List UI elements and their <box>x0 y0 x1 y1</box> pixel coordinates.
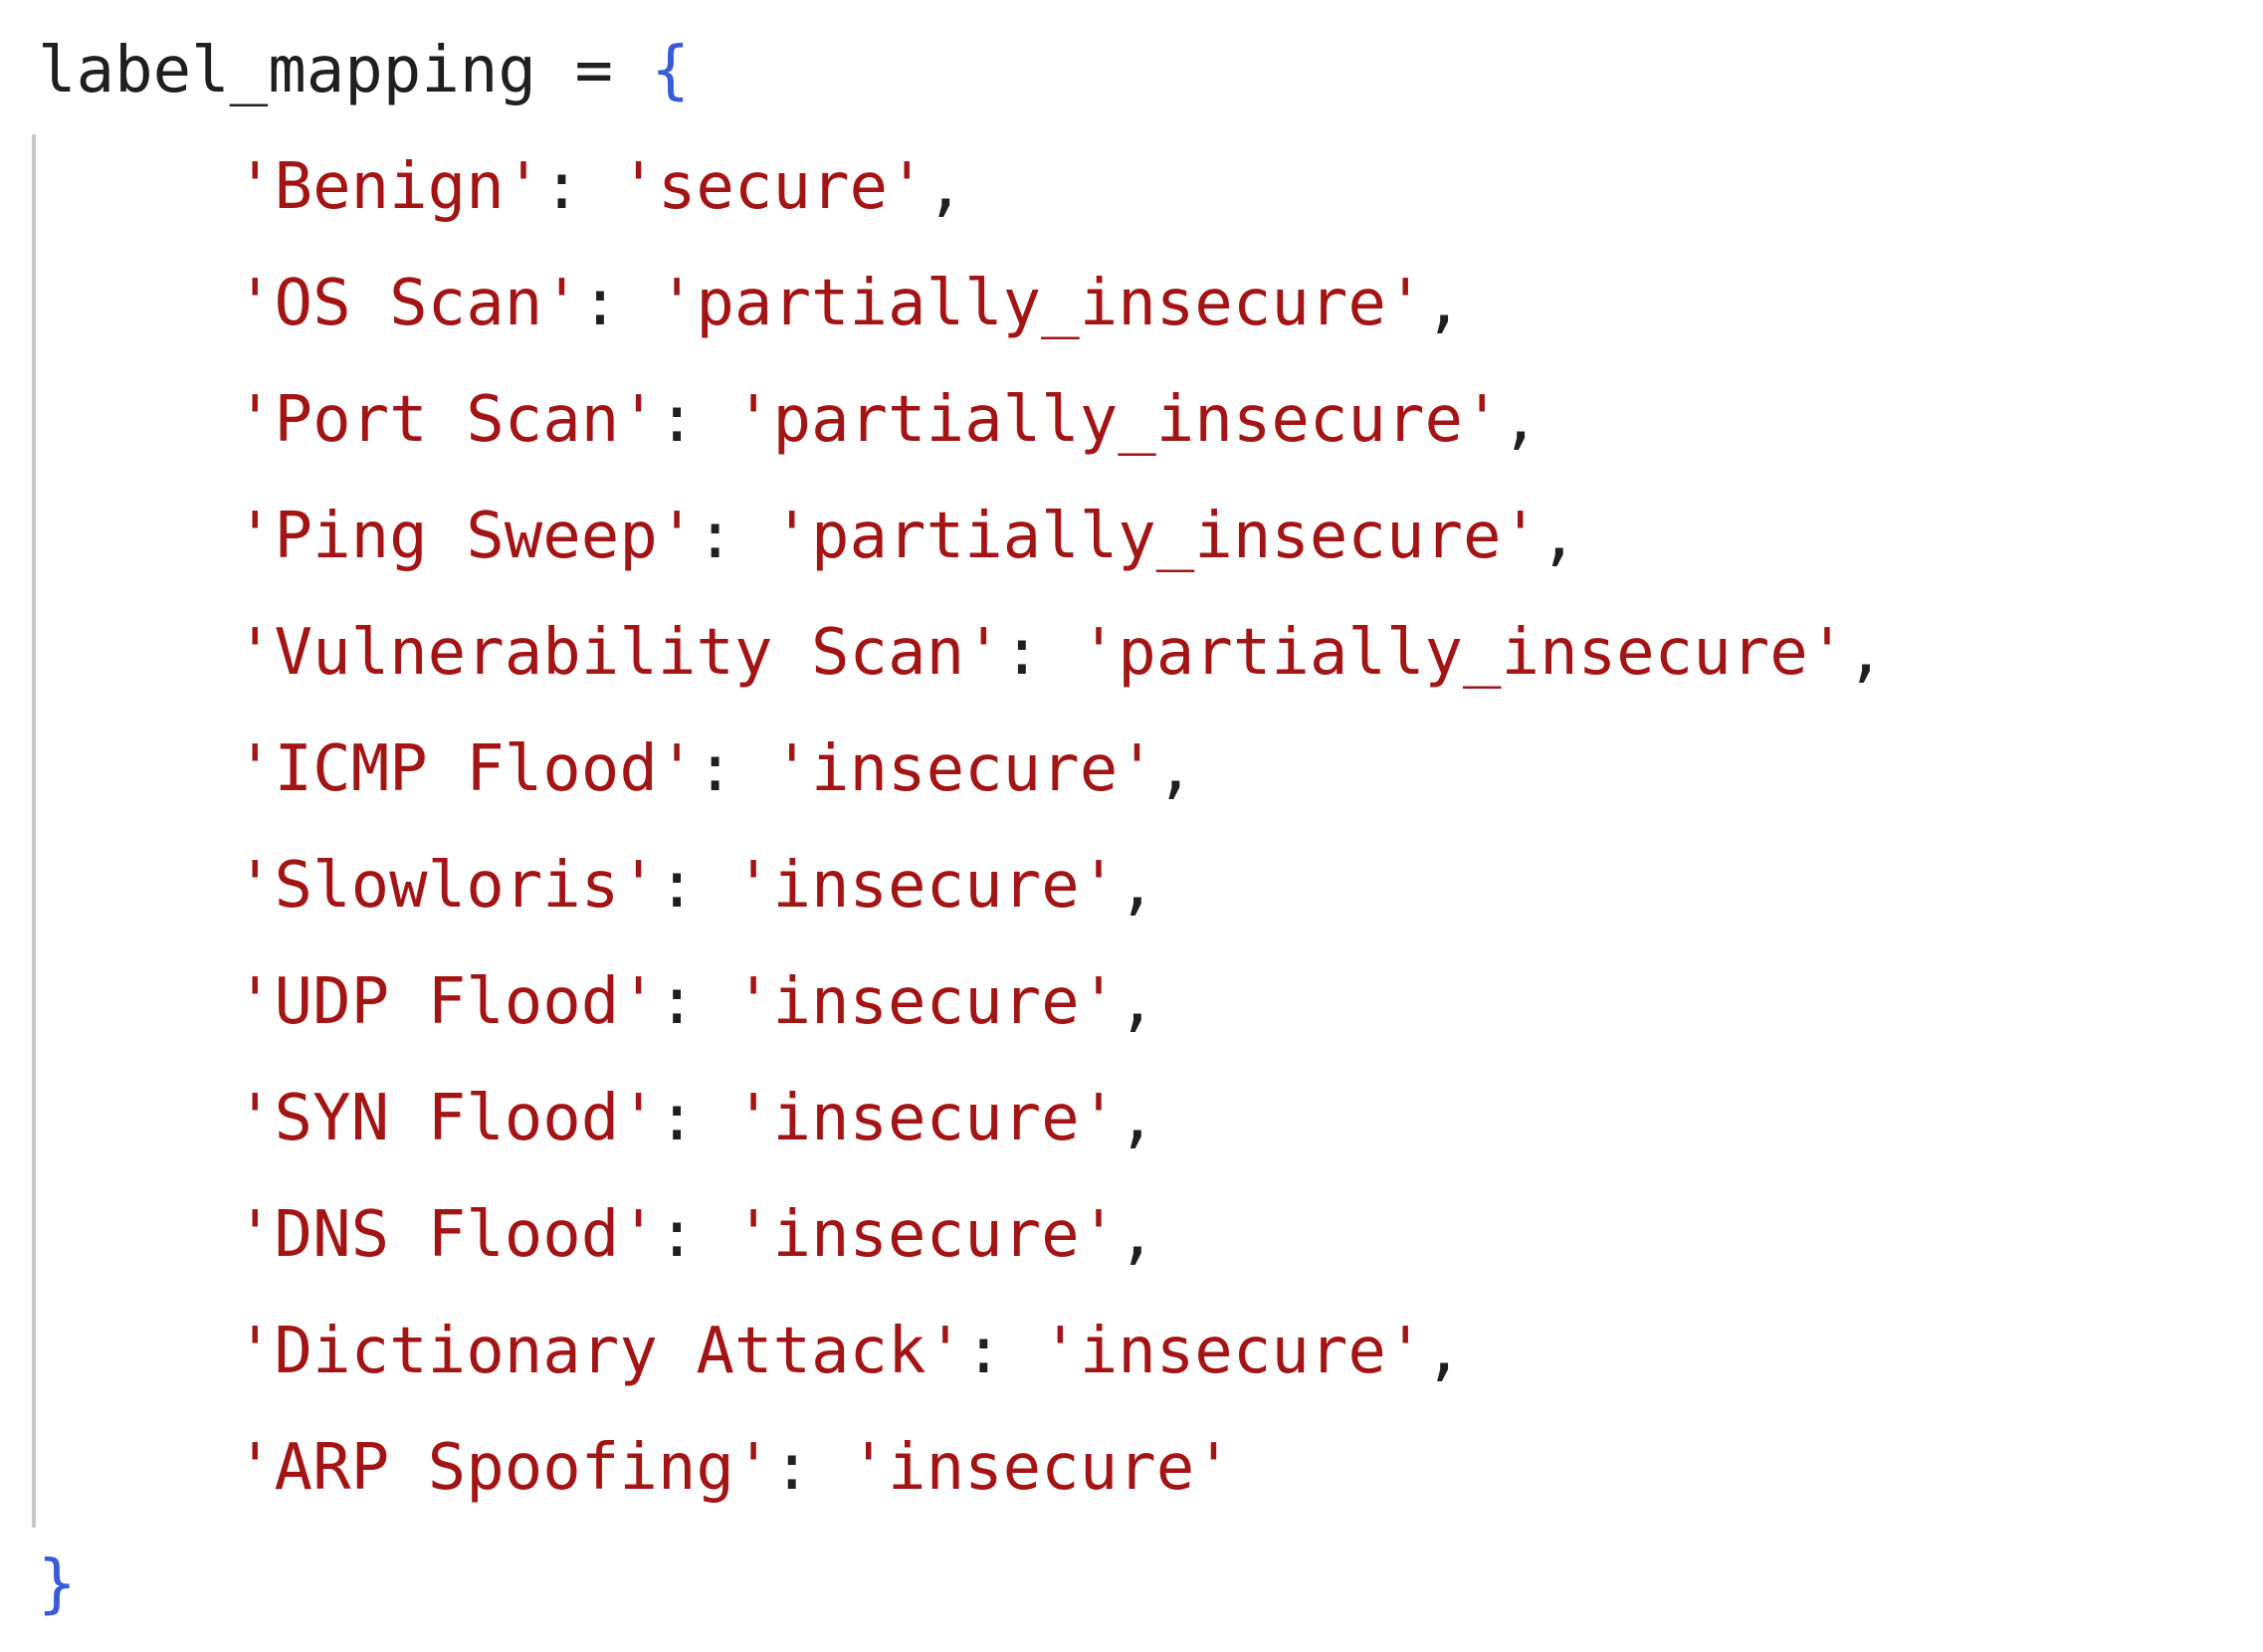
dict-key: 'ICMP Flood' <box>236 732 697 806</box>
comma: , <box>1118 849 1156 923</box>
dict-value: 'partially_insecure' <box>733 383 1502 457</box>
comma: , <box>1424 267 1463 340</box>
dict-key: 'Ping Sweep' <box>236 500 697 573</box>
dict-key: 'DNS Flood' <box>236 1198 658 1272</box>
colon: : <box>1002 616 1080 690</box>
code-line-entry: 'ICMP Flood': 'insecure', <box>236 712 1194 828</box>
colon: : <box>657 383 734 457</box>
dict-value: 'partially_insecure' <box>657 267 1425 340</box>
dict-value: 'insecure' <box>733 1082 1119 1155</box>
dict-key: 'Vulnerability Scan' <box>236 616 1003 690</box>
code-line-entry: 'Vulnerability Scan': 'partially_insecur… <box>236 595 1885 712</box>
colon: : <box>542 150 620 224</box>
code-line-entry: 'Benign': 'secure', <box>236 129 964 246</box>
dict-key: 'Dictionary Attack' <box>236 1315 965 1388</box>
colon: : <box>657 1198 734 1272</box>
comma: , <box>1118 1198 1156 1272</box>
comma: , <box>926 150 965 224</box>
dict-key: 'ARP Spoofing' <box>236 1431 773 1505</box>
colon: : <box>657 849 734 923</box>
close-brace: } <box>38 1548 77 1621</box>
comma: , <box>1424 1315 1463 1388</box>
dict-key: 'Slowloris' <box>236 849 658 923</box>
dict-key: 'Port Scan' <box>236 383 658 457</box>
code-line-entry: 'Dictionary Attack': 'insecure', <box>236 1294 1463 1410</box>
colon: : <box>964 1315 1042 1388</box>
variable-name: label_mapping <box>38 34 536 107</box>
code-line-entry: 'UDP Flood': 'insecure', <box>236 944 1156 1061</box>
comma: , <box>1846 616 1885 690</box>
dict-value: 'insecure' <box>772 732 1156 806</box>
dict-key: 'OS Scan' <box>236 267 581 340</box>
code-line-entry: 'Port Scan': 'partially_insecure', <box>236 362 1540 479</box>
dict-value: 'insecure' <box>733 1198 1119 1272</box>
code-line-entry: 'DNS Flood': 'insecure', <box>236 1177 1156 1294</box>
colon: : <box>657 965 734 1039</box>
colon: : <box>696 732 773 806</box>
indent-guide <box>32 134 36 1528</box>
colon: : <box>772 1431 850 1505</box>
colon: : <box>580 267 658 340</box>
comma: , <box>1118 1082 1156 1155</box>
dict-value: 'insecure' <box>849 1431 1233 1505</box>
dict-value: 'insecure' <box>1041 1315 1425 1388</box>
dict-key: 'SYN Flood' <box>236 1082 658 1155</box>
code-line-entry: 'ARP Spoofing': 'insecure' <box>236 1410 1233 1527</box>
dict-key: 'UDP Flood' <box>236 965 658 1039</box>
code-line-entry: 'Ping Sweep': 'partially_insecure', <box>236 479 1578 595</box>
code-line-entry: 'OS Scan': 'partially_insecure', <box>236 246 1463 362</box>
open-brace: { <box>651 34 691 107</box>
code-line-declaration: label_mapping = { <box>38 13 690 129</box>
comma: , <box>1540 500 1578 573</box>
dict-key: 'Benign' <box>236 150 543 224</box>
code-line-entry: 'Slowloris': 'insecure', <box>236 828 1156 944</box>
dict-value: 'insecure' <box>733 965 1119 1039</box>
dict-value: 'insecure' <box>733 849 1119 923</box>
code-line-entry: 'SYN Flood': 'insecure', <box>236 1061 1156 1177</box>
comma: , <box>1155 732 1195 806</box>
assign-operator: = <box>535 34 652 107</box>
colon: : <box>657 1082 734 1155</box>
code-line-closing: } <box>38 1527 77 1643</box>
dict-value: 'partially_insecure' <box>1079 616 1847 690</box>
dict-value: 'partially_insecure' <box>772 500 1541 573</box>
colon: : <box>696 500 773 573</box>
dict-value: 'secure' <box>619 150 926 224</box>
comma: , <box>1501 383 1541 457</box>
comma: , <box>1118 965 1156 1039</box>
